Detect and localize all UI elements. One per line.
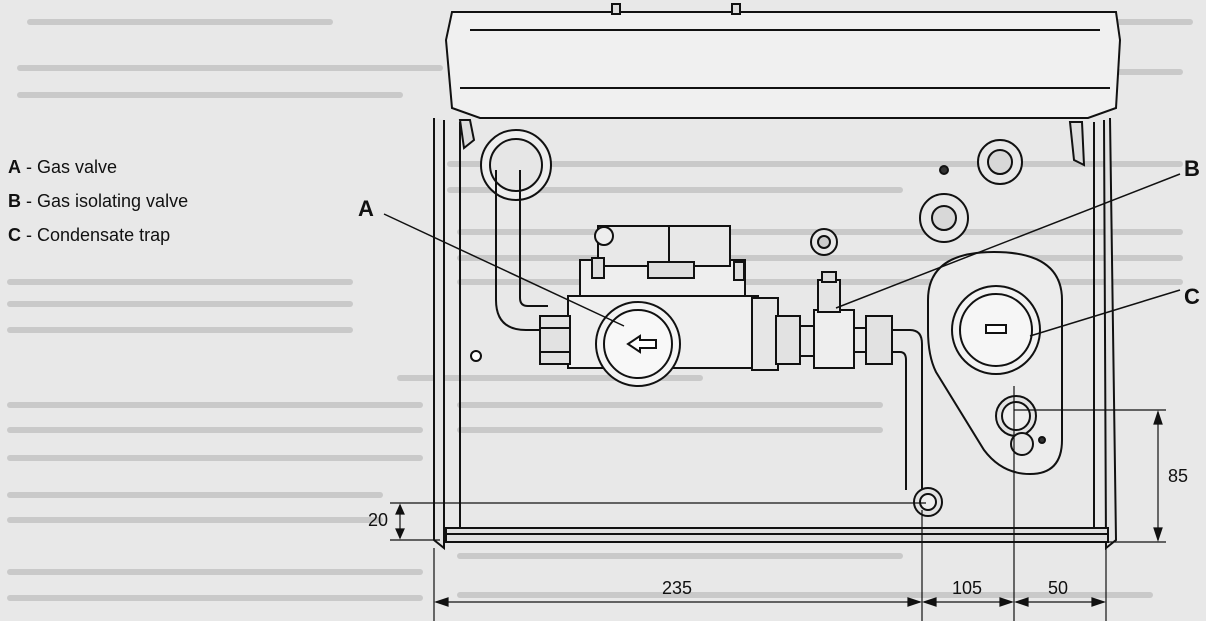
outlet-pipe	[892, 329, 923, 490]
arrow-left-icon	[626, 334, 657, 354]
boiler-right-side	[1103, 117, 1118, 551]
leader-c	[1029, 289, 1181, 337]
inlet-nut	[539, 315, 571, 365]
dimension-20: 20	[368, 510, 389, 530]
gas-inlet-pipe	[495, 170, 548, 331]
legend-label-c: Condensate trap	[37, 225, 171, 245]
legend-key-b: B	[8, 191, 21, 211]
legend-key-a: A	[8, 157, 21, 177]
leader-a	[383, 213, 625, 327]
callout-a: A	[358, 196, 374, 221]
boiler-top-cover	[444, 11, 1122, 119]
outlet-nut	[865, 315, 893, 365]
legend-label-b: Gas isolating valve	[37, 191, 189, 211]
dimension-105: 105	[952, 578, 983, 598]
fitting-small-left	[594, 226, 614, 246]
legend-sep-b: -	[21, 191, 37, 211]
legend-item-c: C - Condensate trap	[8, 218, 188, 252]
isolating-valve-body	[813, 309, 855, 369]
component-legend: A - Gas valve B - Gas isolating valve C …	[8, 150, 188, 252]
top-tab-left	[611, 3, 621, 15]
legend-item-a: A - Gas valve	[8, 150, 188, 184]
clip-left	[458, 119, 476, 150]
dimension-85: 85	[1168, 466, 1189, 486]
legend-label-a: Gas valve	[37, 157, 118, 177]
legend-sep-c: -	[21, 225, 37, 245]
callout-b: B	[1184, 156, 1200, 181]
dimension-50: 50	[1048, 578, 1069, 598]
legend-sep-a: -	[21, 157, 37, 177]
leader-b	[835, 173, 1181, 309]
valve-coupling	[751, 297, 779, 371]
legend-key-c: C	[8, 225, 21, 245]
callout-c: C	[1184, 284, 1200, 309]
legend-item-b: B - Gas isolating valve	[8, 184, 188, 218]
boiler-left-side	[433, 118, 445, 551]
dimension-235: 235	[662, 578, 693, 598]
clip-right	[1068, 121, 1086, 167]
top-tab-right	[731, 3, 741, 15]
